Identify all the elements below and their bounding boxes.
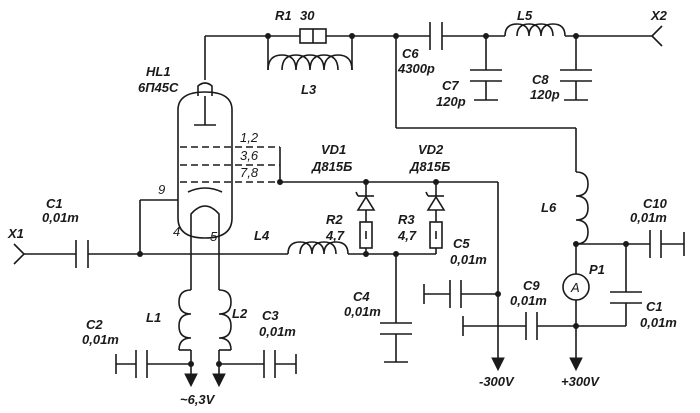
resistor-r3 [429,221,443,254]
label-c4-value: 0,01m [344,304,381,319]
label-vd2: VD2 [418,142,444,157]
inductor-l3 [267,36,353,71]
label-c4: C4 [353,289,370,304]
resistor-r1 [299,28,430,44]
capacitor-c10 [649,230,685,258]
label-r2-value: 4,7 [325,228,345,243]
label-c9-value: 0,01m [510,293,547,308]
label-pin-12: 1,2 [240,130,259,145]
label-p1: P1 [589,262,605,277]
capacitor-c4 [380,254,412,363]
label-vd1-type: Д815Б [311,159,352,174]
tube-hl1 [177,82,280,239]
heater-wire [190,238,220,290]
inductor-l2 [212,289,232,388]
resistor-r2 [359,221,373,254]
label-p1-symbol: A [570,280,580,295]
inductor-l4 [287,241,436,257]
capacitor-c1-input [75,240,140,268]
capacitor-c9 [462,312,576,340]
label-c9: C9 [523,278,540,293]
label-r2: R2 [326,212,343,227]
label-l4: L4 [254,228,270,243]
label-c8: C8 [532,72,549,87]
capacitor-c5 [423,280,498,308]
label-c1-right-value: 0,01m [640,315,677,330]
capacitor-c2 [115,350,191,378]
label-l1: L1 [146,310,161,325]
label-c6-value: 4300p [397,61,435,76]
label-hl1: HL1 [146,64,171,79]
label-c6: C6 [402,46,419,61]
inductor-l1 [178,289,198,388]
label-r1-value: 30 [300,8,315,23]
label-c10-value: 0,01m [630,210,667,225]
label-l6: L6 [541,200,557,215]
label-c1-input: C1 [46,196,63,211]
label-pin-9: 9 [158,182,165,197]
label-c3: C3 [262,308,279,323]
label-pin-5: 5 [210,229,218,244]
capacitor-c7 [470,36,502,101]
inductor-l6 [573,171,650,274]
input-terminal-x1 [13,243,76,265]
label-r3: R3 [398,212,415,227]
zener-vd1 [355,182,376,222]
label-vd2-type: Д815Б [409,159,450,174]
plate-feed-wire [395,36,577,172]
label-r1: R1 [275,8,292,23]
label-x1: X1 [7,226,24,241]
label-vd1: VD1 [321,142,346,157]
label-l5: L5 [517,8,533,23]
label-c8-value: 120p [530,87,560,102]
capacitor-c8 [560,36,592,101]
label-l3: L3 [301,82,317,97]
label-c5: C5 [453,236,470,251]
label-hl1-type: 6П45С [138,80,179,95]
capacitor-c6 [393,22,505,50]
label-heater-supply: ~6,3V [180,392,216,407]
capacitor-c3 [219,350,297,378]
screen-grid-wire [277,147,505,372]
label-c3-value: 0,01m [259,324,296,339]
inductor-l5 [504,23,652,39]
label-c7: C7 [442,78,459,93]
zener-vd2 [425,182,446,222]
label-r3-value: 4,7 [397,228,417,243]
label-c7-value: 120p [436,94,466,109]
label-l2: L2 [232,306,248,321]
label-c1-right: C1 [646,299,663,314]
label-c2-value: 0,01m [82,332,119,347]
label-c1-input-value: 0,01m [42,210,79,225]
label-pin-4: 4 [173,224,180,239]
label-c5-value: 0,01m [450,252,487,267]
output-terminal-x2 [650,25,663,47]
label-x2: X2 [650,8,668,23]
label-pos-supply: +300V [561,374,600,389]
label-c2: C2 [86,317,103,332]
label-neg-supply: -300V [479,374,515,389]
capacitor-c1-right [576,244,642,327]
label-pin-36: 3,6 [240,148,259,163]
grid-wire [137,199,288,257]
label-pin-78: 7,8 [240,165,259,180]
label-c10: C10 [643,196,668,211]
ammeter-p1 [562,273,590,372]
